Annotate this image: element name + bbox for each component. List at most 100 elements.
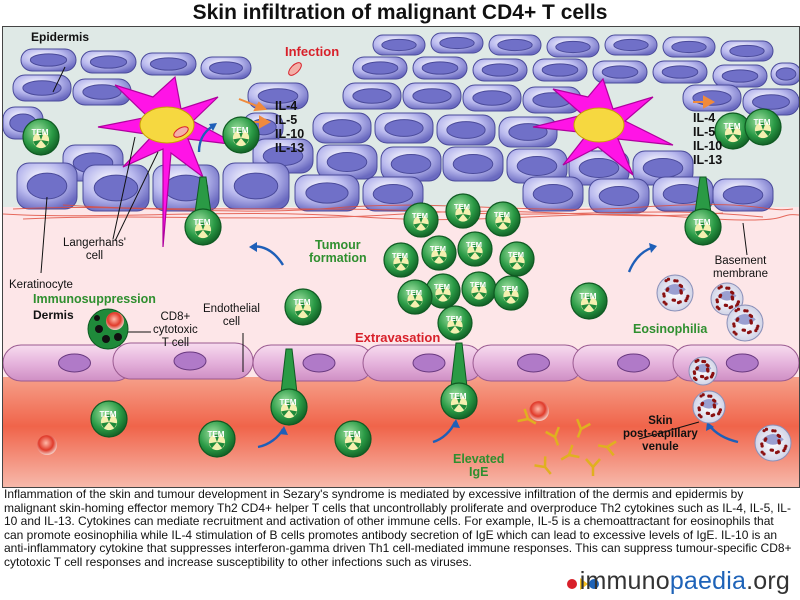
keratinocyte-cell bbox=[498, 116, 558, 148]
tem-cell: TEM bbox=[90, 400, 128, 438]
tem-label: TEM bbox=[392, 251, 408, 260]
keratinocyte-cell bbox=[604, 34, 658, 56]
label-pointers bbox=[40, 66, 748, 440]
tem-label: TEM bbox=[434, 282, 450, 291]
tem-cell: TEM bbox=[403, 202, 439, 238]
elevated-ige-label: Elevated IgE bbox=[453, 452, 505, 479]
cd8-label: CD8+ cytotoxic T cell bbox=[153, 311, 198, 349]
tem-cell: TEM bbox=[457, 231, 493, 267]
endothelial-label: Endothelial cell bbox=[203, 303, 260, 328]
effector-memory-t-cells: TEM TEM TEM TEM TEM TEM TEM TEM TEM TEM TEM TEM TEM T… bbox=[22, 108, 782, 458]
tem-cell: TEM bbox=[22, 118, 60, 156]
cytokine-il5-right: IL-5 bbox=[693, 125, 716, 139]
tem-cell: TEM bbox=[222, 116, 260, 154]
tem-label: TEM bbox=[693, 218, 710, 227]
immunopaedia-logo[interactable]: immunopaedia.org bbox=[580, 567, 790, 596]
tem-cell: TEM bbox=[493, 275, 529, 311]
keratinocyte-cell bbox=[82, 164, 150, 212]
ige-antibody bbox=[585, 458, 601, 476]
cytokine-il13-left: IL-13 bbox=[275, 141, 305, 155]
keratinocyte-cell bbox=[522, 176, 584, 212]
venule-label: Skin post-capillary venule bbox=[623, 415, 698, 453]
diagram-title: Skin infiltration of malignant CD4+ T ce… bbox=[192, 1, 608, 24]
tem-label: TEM bbox=[406, 288, 422, 297]
keratinocyte-cell bbox=[720, 40, 774, 62]
tem-cell: TEM bbox=[198, 420, 236, 458]
tem-cell: TEM bbox=[284, 288, 322, 326]
tem-label: TEM bbox=[231, 126, 248, 135]
tem-cell: TEM bbox=[383, 242, 419, 278]
keratinocyte-cell bbox=[682, 84, 742, 112]
keratinocyte-cell bbox=[770, 62, 799, 86]
cytokine-il10-right: IL-10 bbox=[693, 139, 723, 153]
blood-vessel bbox=[3, 377, 799, 487]
eosinophil bbox=[656, 274, 694, 312]
cytokine-il10-left: IL-10 bbox=[275, 127, 305, 141]
keratinocyte-cell bbox=[436, 114, 496, 146]
endothelial-cell bbox=[572, 344, 684, 382]
tem-label: TEM bbox=[466, 240, 482, 249]
keratinocyte-cell bbox=[380, 146, 442, 182]
tem-cell: TEM bbox=[270, 348, 308, 426]
endothelial-cell bbox=[472, 344, 584, 382]
tem-cell: TEM bbox=[684, 176, 722, 246]
keratinocyte-cell bbox=[462, 84, 522, 112]
dermis-label: Dermis bbox=[33, 308, 74, 322]
tem-label: TEM bbox=[579, 292, 596, 301]
eosinophil bbox=[754, 424, 792, 462]
keratinocyte-cell bbox=[342, 82, 402, 110]
keratinocyte-cell bbox=[472, 58, 528, 82]
keratinocyte-cell bbox=[294, 174, 360, 212]
keratinocyte-cell bbox=[442, 146, 504, 182]
tem-label: TEM bbox=[494, 210, 510, 219]
cytokine-il13-right: IL-13 bbox=[693, 153, 723, 167]
red-blood-cells bbox=[37, 401, 549, 455]
tem-cell: TEM bbox=[445, 193, 481, 229]
tem-label: TEM bbox=[502, 284, 518, 293]
keratinocyte-cell bbox=[316, 144, 378, 180]
tem-label: TEM bbox=[446, 314, 462, 323]
keratinocyte-cell bbox=[592, 60, 648, 84]
keratinocyte-cell bbox=[80, 50, 137, 74]
eosinophil bbox=[688, 356, 718, 386]
keratinocyte-cell bbox=[312, 112, 372, 144]
ige-antibodies bbox=[517, 408, 617, 476]
cytokine-il5-left: IL-5 bbox=[275, 113, 298, 127]
keratinocyte-cell bbox=[222, 162, 290, 210]
tem-label: TEM bbox=[454, 202, 470, 211]
tem-cell: TEM bbox=[570, 282, 608, 320]
diagram-canvas: TEM TEM TEM TEM TEM TEM TEM TEM TEM TEM TEM TEM TEM T… bbox=[3, 27, 799, 487]
tem-cell: TEM bbox=[499, 241, 535, 277]
keratinocyte-cell bbox=[430, 32, 484, 54]
keratinocyte-cell bbox=[532, 58, 588, 82]
ige-antibody bbox=[517, 408, 537, 425]
tem-label: TEM bbox=[31, 128, 48, 137]
keratinocyte-cell bbox=[588, 178, 650, 214]
keratinocyte-cell bbox=[546, 36, 600, 58]
keratinocyte-cell bbox=[488, 34, 542, 56]
keratinocyte-cell bbox=[712, 64, 768, 88]
tem-label: TEM bbox=[207, 430, 224, 439]
tem-label: TEM bbox=[508, 250, 524, 259]
epidermis-label: Epidermis bbox=[31, 30, 90, 44]
tem-label: TEM bbox=[449, 392, 466, 401]
cd8-cytotoxic-t-cell bbox=[87, 308, 129, 350]
tem-label: TEM bbox=[430, 244, 446, 253]
keratinocyte-cell bbox=[506, 148, 568, 184]
cytokine-il4-left: IL-4 bbox=[275, 99, 298, 113]
extravasation-label: Extravasation bbox=[355, 330, 441, 345]
skin-diagram: TEM TEM TEM TEM TEM TEM TEM TEM TEM TEM TEM TEM TEM T… bbox=[2, 26, 800, 488]
tem-cell: TEM bbox=[397, 279, 433, 315]
tem-cell: TEM bbox=[425, 273, 461, 309]
keratinocyte-cell bbox=[352, 56, 408, 80]
ige-antibody bbox=[545, 426, 561, 446]
keratinocyte-cell bbox=[412, 56, 468, 80]
cytokines-left: IL-4 IL-5 IL-10 IL-13 bbox=[275, 99, 304, 155]
tem-cell: TEM bbox=[184, 176, 222, 246]
tem-label: TEM bbox=[412, 211, 428, 220]
keratinocyte-cell bbox=[140, 52, 197, 76]
keratinocyte-cell bbox=[652, 60, 708, 84]
tumour-formation-label: Tumour formation bbox=[309, 238, 367, 265]
logo-part2: paedia bbox=[669, 567, 747, 595]
caption-text: Inflammation of the skin and tumour deve… bbox=[4, 487, 792, 569]
